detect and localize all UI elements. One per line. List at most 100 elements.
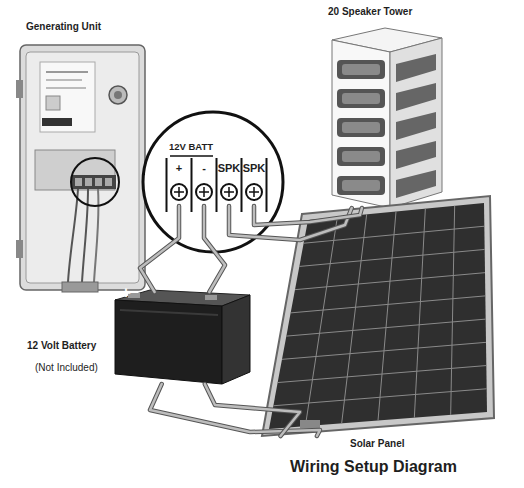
- cell-line: [286, 319, 485, 336]
- node-label: SPK: [242, 162, 266, 175]
- panel-line: [46, 79, 82, 81]
- cell-line: [295, 273, 485, 290]
- terminal: -: [192, 162, 216, 206]
- diagram-caption: Wiring Setup Diagram: [290, 458, 457, 476]
- cell-line: [451, 206, 455, 415]
- node-label: Generating Unit: [26, 21, 146, 33]
- node-label: 20 Speaker Tower: [328, 6, 458, 18]
- cell-line: [299, 249, 484, 266]
- speaker-tower: 20 Speaker Tower: [332, 28, 442, 208]
- cell-line: [378, 212, 396, 421]
- wire-core: [205, 384, 300, 436]
- speaker-horn: [396, 141, 436, 169]
- horn-mouth: [342, 180, 380, 191]
- terminal: SPK: [217, 162, 241, 206]
- horn-mouth: [342, 93, 380, 104]
- knob-center: [114, 91, 122, 99]
- callout-circle: [143, 112, 283, 252]
- generating-unit: Generating Unit: [20, 45, 145, 290]
- battery-side: [222, 295, 250, 384]
- wire: [140, 206, 179, 292]
- panel-line: [46, 87, 86, 89]
- speaker-horn: [337, 147, 385, 166]
- horn-mouth: [342, 122, 380, 133]
- tower-side: [390, 38, 442, 208]
- terminal-strip: [72, 175, 116, 189]
- battery-terminal: [205, 295, 217, 300]
- terminal-divider: [241, 158, 243, 212]
- screw-slot: [174, 187, 184, 197]
- cable-gland: [62, 282, 98, 292]
- speaker-horn: [337, 176, 385, 195]
- wire: [205, 384, 300, 436]
- terminal: +: [167, 162, 191, 206]
- wire-outline: [150, 384, 320, 436]
- speaker-horn: [396, 170, 436, 198]
- cell-line: [278, 366, 487, 383]
- logo-plate: [42, 118, 72, 126]
- solar-panel: Solar Panel: [262, 196, 494, 436]
- battery-ridge: [120, 310, 218, 315]
- speaker-horn: [396, 83, 436, 111]
- cell-line: [414, 209, 425, 418]
- leader-line: [143, 174, 145, 175]
- screw-slot: [249, 187, 259, 197]
- terminal-screw: [196, 184, 212, 200]
- cell-line: [273, 389, 486, 406]
- battery-front: [115, 300, 222, 384]
- strip-screw: [95, 178, 102, 186]
- speaker-horn: [337, 60, 385, 79]
- wire: [254, 206, 362, 225]
- screw-slot: [224, 187, 234, 197]
- strip-screw: [85, 178, 92, 186]
- terminal-screw: [171, 184, 187, 200]
- wire-core: [204, 206, 225, 292]
- info-panel: [40, 62, 95, 132]
- tower-front: [332, 40, 390, 208]
- panel-cells: [269, 203, 487, 429]
- speaker-horn: [396, 54, 436, 82]
- terminal-divider: [191, 158, 193, 212]
- terminal-divider: [166, 158, 168, 212]
- cell-line: [291, 296, 486, 313]
- terminal-screw: [246, 184, 262, 200]
- node-label: -: [192, 162, 216, 175]
- node-label: 12V BATT: [161, 141, 221, 152]
- node-label: SPK: [217, 162, 241, 175]
- wire-core: [150, 384, 320, 436]
- highlight-circle: [71, 158, 119, 206]
- wire: [150, 384, 320, 436]
- terminal-bracket: [170, 155, 213, 157]
- junction-box: [300, 420, 320, 428]
- panel-line: [46, 71, 88, 73]
- speaker-horn: [337, 118, 385, 137]
- polarity-mark: +: [121, 283, 131, 303]
- enclosure-body: [20, 45, 145, 290]
- inner-wire: [68, 189, 78, 282]
- cell-line: [342, 214, 367, 423]
- speaker-horn: [337, 89, 385, 108]
- enclosure-lid: [26, 52, 139, 283]
- side-horns: [396, 54, 436, 198]
- wire-core: [140, 206, 179, 292]
- speaker-horn: [396, 112, 436, 140]
- wire-outline: [140, 206, 179, 292]
- strip-screw: [105, 178, 112, 186]
- wire-outline: [204, 206, 225, 292]
- node-label: +: [167, 162, 191, 175]
- terminal-divider: [266, 158, 268, 212]
- cell-line: [282, 342, 486, 359]
- horn-mouth: [342, 151, 380, 162]
- hinge: [16, 240, 23, 258]
- terminal-screw: [221, 184, 237, 200]
- horn-mouth: [342, 64, 380, 75]
- wire-outline: [254, 206, 362, 225]
- node-label: Solar Panel: [350, 438, 420, 450]
- hinge: [16, 80, 23, 98]
- panel-switch: [46, 96, 60, 110]
- terminal: SPK: [242, 162, 266, 206]
- node-note: (Not Included): [35, 362, 125, 374]
